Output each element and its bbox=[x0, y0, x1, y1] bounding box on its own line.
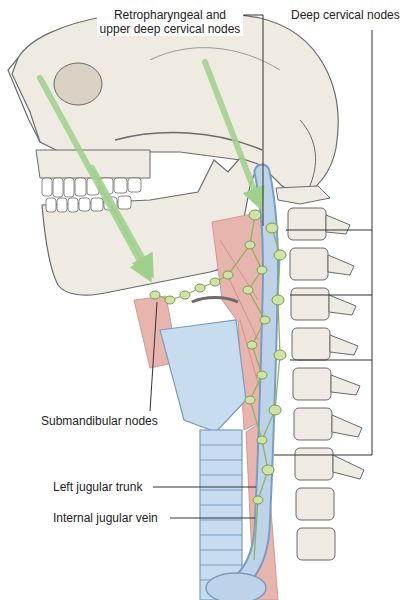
vein-fill bbox=[238, 172, 271, 585]
leader-line bbox=[244, 15, 263, 226]
orbit bbox=[54, 63, 102, 105]
lymph-node bbox=[249, 210, 261, 220]
vertebra bbox=[290, 248, 328, 280]
leader-bracket bbox=[372, 30, 373, 455]
part-label: Internal jugular vein bbox=[52, 511, 159, 525]
lymph-node bbox=[150, 291, 160, 299]
tooth bbox=[91, 198, 103, 211]
vein-outline bbox=[238, 172, 271, 585]
lymph-node bbox=[274, 250, 286, 260]
vertebra bbox=[297, 528, 335, 560]
nasal-bone bbox=[8, 58, 40, 142]
vertebra bbox=[293, 368, 331, 400]
lymph-node bbox=[223, 271, 233, 279]
spinous-process bbox=[332, 415, 362, 437]
lymph-node bbox=[165, 296, 175, 304]
part-label: Deep cervical nodes bbox=[290, 8, 401, 22]
teeth bbox=[42, 178, 141, 197]
tooth bbox=[79, 198, 90, 211]
lymph-node bbox=[269, 405, 281, 415]
lymph-node bbox=[257, 436, 267, 444]
lymph-nodes bbox=[150, 210, 286, 504]
spinous-process bbox=[331, 375, 360, 395]
lymph-node bbox=[257, 371, 267, 379]
spinous-process bbox=[333, 455, 364, 479]
brachiocephalic-vein bbox=[206, 573, 266, 600]
lymph-node bbox=[247, 341, 257, 349]
leader-line bbox=[150, 302, 157, 411]
skull bbox=[8, 10, 338, 196]
tooth bbox=[53, 178, 63, 197]
tooth bbox=[118, 196, 131, 209]
vertebra bbox=[294, 408, 332, 440]
spinous-process bbox=[329, 295, 356, 315]
part-label: Left jugular trunk bbox=[52, 480, 143, 494]
drainage-arrow bbox=[92, 168, 148, 268]
tooth bbox=[64, 178, 74, 197]
lymph-node bbox=[253, 496, 263, 504]
lymph-node bbox=[245, 241, 255, 249]
lymph-node bbox=[257, 266, 267, 274]
hyoid bbox=[192, 298, 238, 303]
leader-lines bbox=[150, 15, 372, 518]
mastoid bbox=[300, 120, 316, 190]
tooth bbox=[128, 178, 141, 192]
lymph-node bbox=[272, 295, 284, 305]
lymph-node bbox=[180, 291, 190, 299]
cranium bbox=[12, 10, 338, 196]
lymph-node bbox=[266, 223, 278, 233]
tooth bbox=[46, 198, 56, 212]
drainage-arrow bbox=[205, 62, 258, 200]
internal-jugular-vein bbox=[206, 172, 271, 600]
drainage-arrows bbox=[40, 62, 258, 272]
cervical-spine bbox=[276, 186, 364, 560]
tooth bbox=[68, 198, 78, 212]
suture bbox=[150, 48, 280, 70]
part-label: Retropharyngeal and upper deep cervical … bbox=[97, 8, 243, 36]
tooth bbox=[75, 178, 86, 196]
leader-line bbox=[170, 518, 255, 519]
vertebra bbox=[291, 288, 329, 320]
part-label: Submandibular nodes bbox=[40, 414, 159, 428]
vertebra bbox=[288, 208, 326, 240]
lymph-vessel bbox=[155, 215, 268, 560]
tracheal-rings bbox=[200, 445, 242, 580]
tooth bbox=[114, 178, 127, 193]
lymph-node bbox=[260, 316, 270, 324]
vertebra bbox=[295, 448, 333, 480]
lymph-node bbox=[195, 284, 205, 292]
spinous-process bbox=[326, 215, 350, 234]
lymph-node bbox=[245, 396, 255, 404]
spinous-process bbox=[330, 335, 358, 355]
tooth bbox=[42, 178, 52, 196]
atlas bbox=[276, 186, 330, 204]
vertebra bbox=[296, 488, 334, 520]
spinous-process bbox=[328, 255, 354, 275]
airway bbox=[160, 298, 246, 600]
vertebra bbox=[292, 328, 330, 360]
lymph-node bbox=[210, 278, 220, 286]
thyroid-cartilage bbox=[160, 320, 246, 432]
lymph-node bbox=[262, 465, 274, 475]
leader-line bbox=[274, 230, 372, 455]
lymph-node bbox=[274, 350, 286, 360]
lymph-node bbox=[243, 286, 253, 294]
leader-line bbox=[153, 487, 256, 488]
lymph-vessels bbox=[155, 215, 280, 560]
tooth bbox=[57, 198, 67, 212]
